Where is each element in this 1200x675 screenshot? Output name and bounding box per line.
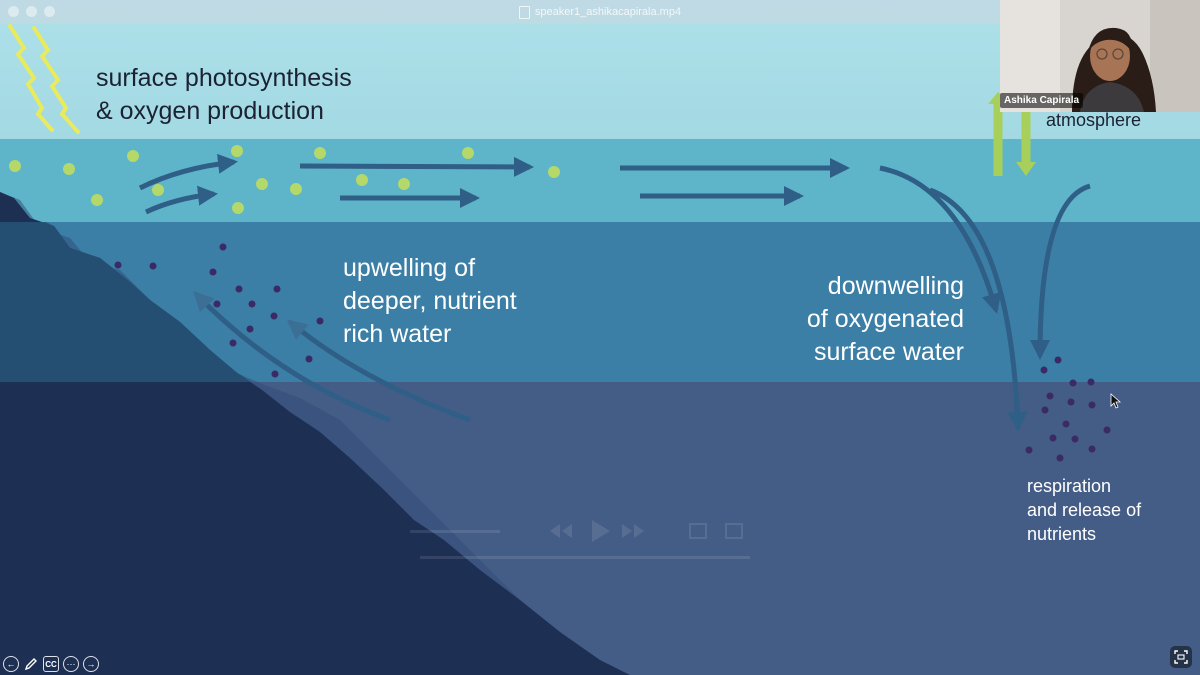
fullscreen-icon <box>1174 650 1188 664</box>
video-player-overlay <box>410 520 750 559</box>
nutrient-dots-respiration <box>1025 356 1111 462</box>
speaker-name-tag: Ashika Capirala <box>1000 93 1084 108</box>
surface-flow-arrow <box>144 185 218 215</box>
phytoplankton-dots <box>9 145 560 214</box>
surface-photosynthesis-label: surface photosynthesis & oxygen producti… <box>96 64 352 125</box>
zoom-window-button[interactable] <box>44 6 55 17</box>
respiration-label: respiration and release of nutrients <box>1027 476 1142 544</box>
mouse-cursor <box>1110 393 1122 409</box>
arrow-right-circle-icon[interactable]: → <box>83 656 99 672</box>
slope-mid-section <box>0 222 250 382</box>
document-icon <box>518 5 530 19</box>
window-title-text: speaker1_ashikacapirala.mp4 <box>534 6 682 18</box>
arrow-left-circle-icon[interactable]: ← <box>3 656 19 672</box>
closed-captions-button[interactable]: CC <box>43 656 59 672</box>
close-window-button[interactable] <box>8 6 19 17</box>
ellipsis-circle-icon[interactable]: ⋯ <box>63 656 79 672</box>
sun-ray <box>8 24 54 132</box>
window-title: speaker1_ashikacapirala.mp4 <box>518 5 682 19</box>
pen-icon[interactable] <box>23 656 39 672</box>
upwelling-arrow <box>286 319 471 423</box>
presentation-controls: ← CC ⋯ → <box>3 656 99 672</box>
atmosphere-label: atmosphere <box>1046 110 1142 130</box>
sun-ray <box>32 26 80 134</box>
surface-water-layer <box>0 139 1200 222</box>
fullscreen-button[interactable] <box>1170 646 1192 668</box>
surface-flow-arrow <box>138 153 238 191</box>
downwelling-arrow <box>1030 183 1091 360</box>
downwelling-arrow <box>929 187 1028 432</box>
downwelling-arrow <box>879 165 1002 314</box>
minimize-window-button[interactable] <box>26 6 37 17</box>
surface-flow-arrow <box>299 156 534 177</box>
window-controls <box>8 6 55 17</box>
gas-exchange-arrow-down-head <box>1016 162 1036 176</box>
upwelling-arrow <box>193 291 391 423</box>
downwelling-label: downwelling of oxygenated surface water <box>806 272 964 366</box>
upwelling-label: upwelling of deeper, nutrient rich water <box>343 254 517 348</box>
nutrient-dots-upwelling <box>114 243 324 378</box>
